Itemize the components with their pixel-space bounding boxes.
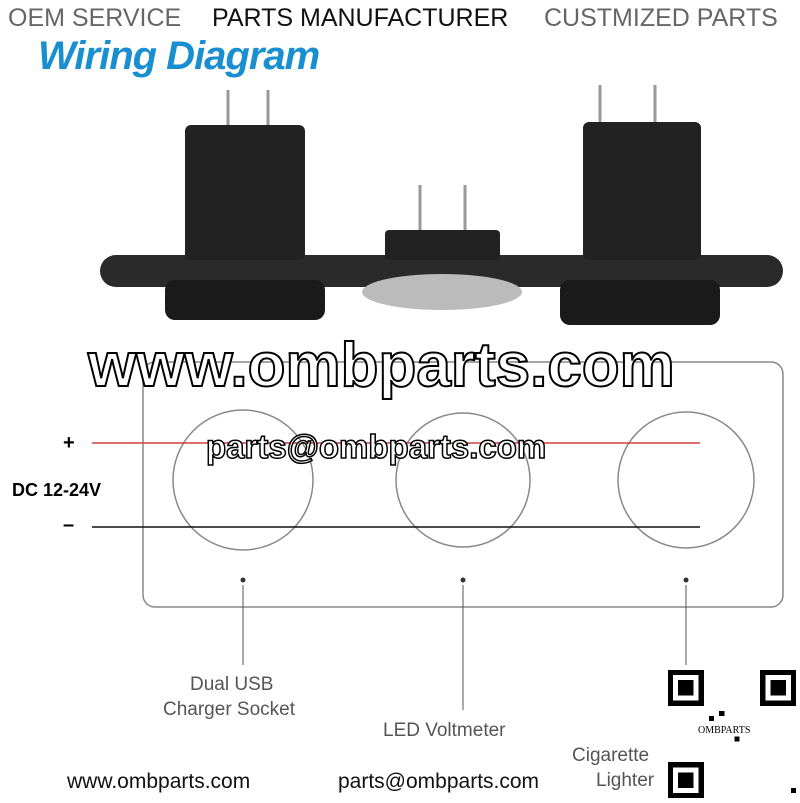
negative-symbol: –: [63, 514, 75, 536]
label-dual-usb: Dual USB: [190, 674, 274, 695]
qr-label: OMBPARTS: [698, 725, 751, 736]
qr-code: OMBPARTS: [668, 670, 796, 798]
positive-symbol: +: [63, 432, 75, 454]
banner-oem-service: OEM SERVICE: [8, 4, 182, 32]
watermark-email: parts@ombparts.com: [205, 427, 547, 466]
usb-socket: [165, 90, 325, 320]
socket-panel-photo: [100, 85, 783, 325]
watermark-website: www.ombparts.com: [87, 330, 676, 401]
voltage-label: DC 12-24V: [12, 480, 102, 500]
footer-email: parts@ombparts.com: [338, 770, 540, 793]
wiring-schematic: [92, 361, 784, 710]
wiring-diagram-title: Wiring Diagram: [38, 34, 320, 78]
label-cigarette: Cigarette: [572, 745, 650, 766]
banner-parts-manufacturer: PARTS MANUFACTURER: [212, 4, 509, 32]
label-lighter: Lighter: [596, 770, 655, 791]
lighter-socket: [560, 85, 720, 325]
label-charger-socket: Charger Socket: [163, 699, 296, 720]
banner-customized-parts: CUSTMIZED PARTS: [544, 4, 778, 32]
footer-website: www.ombparts.com: [67, 770, 251, 793]
voltmeter-socket: [362, 185, 522, 310]
label-led-voltmeter: LED Voltmeter: [383, 720, 506, 741]
